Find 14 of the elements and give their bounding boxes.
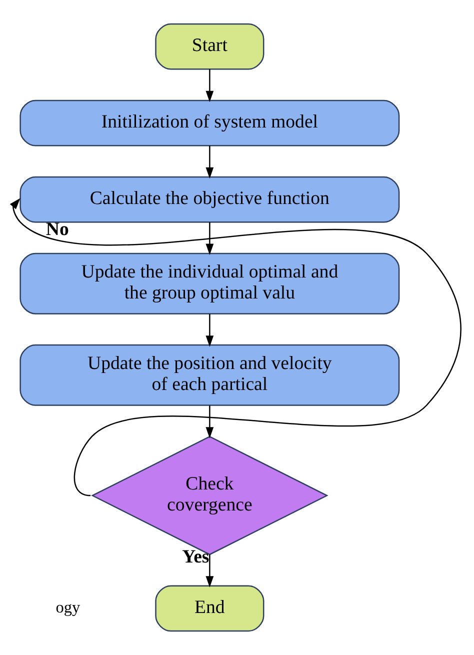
node-box: Start [155,23,264,70]
node-box: Update the position and velocity of each partical [20,344,400,406]
arrow [206,406,214,438]
arrow [206,554,214,588]
node-box: Calculate the objective function [20,176,400,223]
arrow [206,314,214,347]
node-box: End [155,585,264,632]
arrow [206,69,214,102]
node-box: Initilization of system model [20,100,400,146]
arrow [206,222,214,255]
arrow [206,146,214,179]
node-box: Update the individual optimal and the group optimal valu [20,252,400,314]
arrow [10,198,462,496]
label: ogy [56,598,80,617]
